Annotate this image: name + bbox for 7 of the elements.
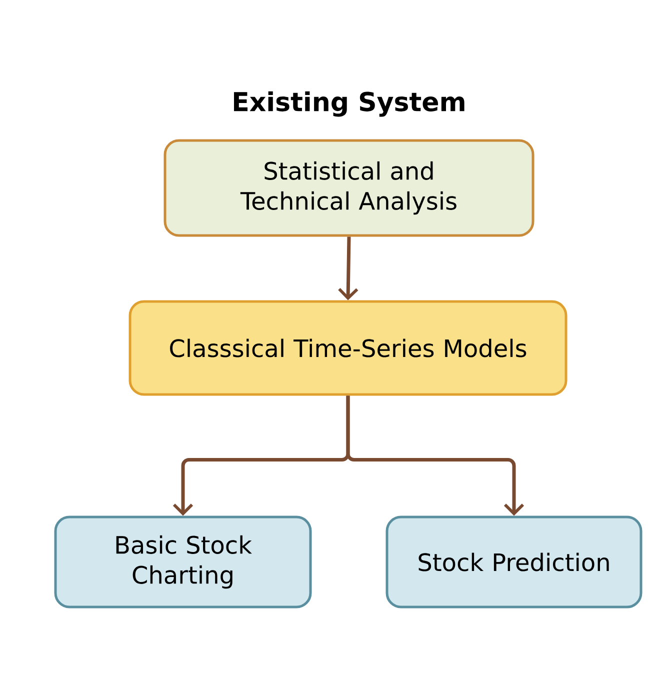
process-box: Basic Stock Charting	[54, 516, 312, 608]
process-box: Statistical and Technical Analysis	[164, 139, 534, 237]
title: Existing System	[234, 91, 464, 117]
arrow	[338, 236, 358, 300]
process-box: Stock Prediction	[386, 516, 642, 608]
process-box: Classsical Time-Series Models	[128, 300, 568, 396]
arrow	[346, 396, 524, 516]
